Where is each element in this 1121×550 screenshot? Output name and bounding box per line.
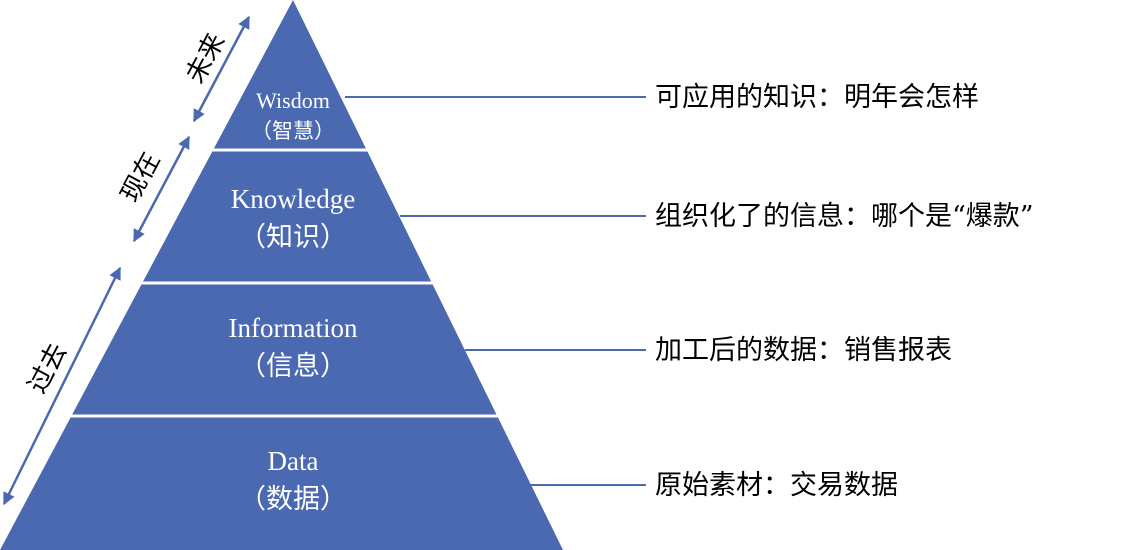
timeline-future-label: 未来 xyxy=(180,28,231,88)
timeline-past-label: 过去 xyxy=(22,338,73,398)
layer-information-label: Information xyxy=(229,313,358,343)
future-arrow xyxy=(192,15,251,123)
layer-knowledge-label: Knowledge xyxy=(231,184,355,214)
note-data: 原始素材：交易数据 xyxy=(655,470,898,501)
note-information: 加工后的数据：销售报表 xyxy=(655,335,952,366)
past-arrow xyxy=(2,266,122,506)
layer-knowledge-cn: （知识） xyxy=(239,222,347,253)
layer-data-label: Data xyxy=(268,446,319,476)
layer-data-cn: （数据） xyxy=(239,484,347,515)
layer-wisdom-cn: （智慧） xyxy=(251,119,335,143)
pyramid xyxy=(0,0,563,550)
note-wisdom: 可应用的知识：明年会怎样 xyxy=(655,82,979,113)
layer-information-cn: （信息） xyxy=(239,351,347,382)
layer-wisdom-label: Wisdom xyxy=(256,88,330,113)
timeline-present-label: 现在 xyxy=(115,147,166,207)
note-knowledge: 组织化了的信息：哪个是“爆款” xyxy=(655,201,1034,232)
present-arrow xyxy=(132,135,191,243)
